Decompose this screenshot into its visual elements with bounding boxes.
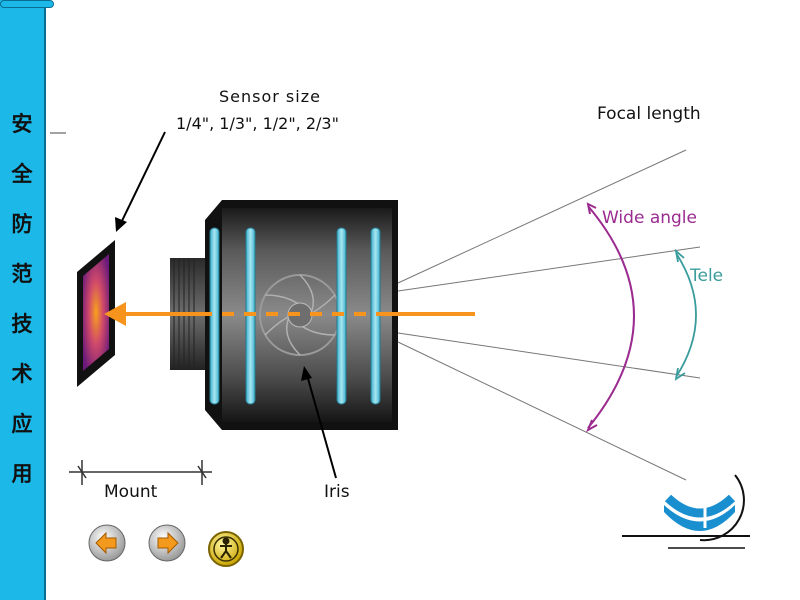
tele-label: Tele <box>690 266 724 286</box>
sensor-pointer-arrow <box>115 131 166 232</box>
next-arrow-icon <box>157 531 179 555</box>
logo-icon <box>622 474 750 549</box>
sidebar-title-char: 全 <box>11 161 33 186</box>
sidebar-title-char: 术 <box>11 361 33 386</box>
sidebar-scroll-cap <box>0 0 54 8</box>
sidebar-title-char: 用 <box>11 461 33 486</box>
focal-length-label: Focal length <box>597 104 701 124</box>
wide-angle-arc <box>586 202 635 433</box>
sidebar-title: 安 全 防 范 技 术 应 用 <box>0 112 44 512</box>
sidebar-title-char: 安 <box>11 111 33 136</box>
sidebar-title-char: 范 <box>11 261 33 286</box>
sidebar <box>0 0 46 600</box>
iris-label: Iris <box>324 482 350 502</box>
tele-arc <box>674 248 697 381</box>
prev-arrow-icon <box>95 531 117 555</box>
wide-angle-label: Wide angle <box>602 208 697 228</box>
next-button[interactable] <box>148 524 186 562</box>
previous-button[interactable] <box>88 524 126 562</box>
mount-label: Mount <box>104 482 158 502</box>
home-button[interactable] <box>207 530 245 568</box>
field-of-view-lines <box>397 149 701 481</box>
sensor-icon <box>77 240 115 387</box>
sidebar-title-char: 应 <box>11 411 33 436</box>
sensor-size-title: Sensor size <box>219 87 321 106</box>
sidebar-title-char: 防 <box>11 211 33 236</box>
light-ray-arrow <box>104 302 475 326</box>
sidebar-title-char: 技 <box>11 311 33 336</box>
person-icon <box>220 537 232 559</box>
iris-pointer-arrow <box>301 366 337 479</box>
sensor-size-values: 1/4", 1/3", 1/2", 2/3" <box>176 114 339 133</box>
mount-dimension-line <box>69 460 212 485</box>
